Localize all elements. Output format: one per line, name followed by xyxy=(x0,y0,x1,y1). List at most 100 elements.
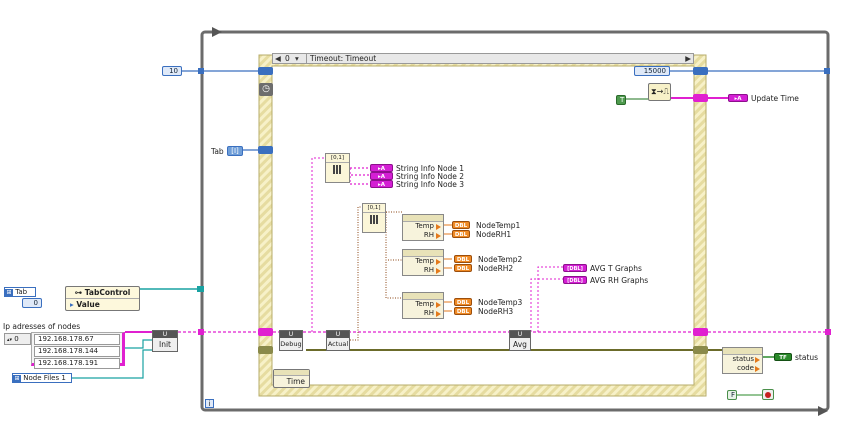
wait-terminal xyxy=(693,67,708,75)
dbl-label: NodeRH2 xyxy=(478,264,514,273)
actual-wire xyxy=(350,206,362,341)
code-row: code xyxy=(723,364,762,373)
string-info-label: String Info Node 2 xyxy=(396,172,465,181)
tabcontrol-property-node[interactable]: ⊶ TabControl ▸ Value xyxy=(65,286,140,311)
ip-row[interactable]: 192.168.178.144 xyxy=(34,346,120,357)
actual-label: Actual xyxy=(327,340,349,348)
graph-wires xyxy=(530,266,563,332)
ip-array[interactable]: 192.168.178.67 192.168.178.144 192.168.1… xyxy=(31,332,125,369)
loop-top-arrow xyxy=(212,27,222,37)
tabcontrol-title: ⊶ TabControl xyxy=(66,287,139,299)
property-node-icon: ⊶ xyxy=(74,288,85,297)
while-loop-frame[interactable] xyxy=(200,30,830,412)
time-node[interactable]: Time xyxy=(273,369,310,388)
unbundle-header xyxy=(403,293,443,300)
time-node-label: Time xyxy=(286,377,305,386)
unbundle-node[interactable]: Temp RH xyxy=(402,214,444,241)
unbundle-node[interactable]: Temp RH xyxy=(402,249,444,276)
unbundle-header xyxy=(403,250,443,257)
unbundle-header xyxy=(403,215,443,222)
class-tunnel-left xyxy=(198,329,204,335)
error-terminal-right xyxy=(693,346,708,354)
debug-wire xyxy=(311,157,325,332)
wait-constant[interactable]: 15000 xyxy=(634,66,670,76)
debug-subvi[interactable]: U Debug xyxy=(279,330,303,351)
ip-row[interactable]: 192.168.178.67 xyxy=(34,334,120,345)
tabcontrol-tunnel xyxy=(197,286,204,292)
loop-bottom-arrow xyxy=(818,406,828,416)
case-selector[interactable]: ◀ 0 ▾ Timeout: Timeout ▶ xyxy=(272,53,694,64)
index-array-strings[interactable]: [0,1] xyxy=(325,153,350,183)
unbundle-node[interactable]: Temp RH xyxy=(402,292,444,319)
case-prev-arrow-icon[interactable]: ◀ xyxy=(275,54,281,63)
unbundle-row: Temp xyxy=(403,222,443,231)
true-constant[interactable]: T xyxy=(616,95,626,105)
tabcontrol-value-row: ▸ Value xyxy=(70,300,100,309)
dbl-indicator: DBL xyxy=(452,230,470,238)
node-files-terminal[interactable]: ⊞ Node Files 1 xyxy=(12,373,72,383)
dbl-label: NodeTemp3 xyxy=(478,298,523,307)
ip-wire xyxy=(125,339,152,349)
false-constant[interactable]: F xyxy=(727,390,737,400)
dbl-label: NodeTemp2 xyxy=(478,255,523,264)
unbundle-row: Temp xyxy=(403,300,443,309)
time-node-header xyxy=(274,370,309,376)
dbl-label: NodeRH1 xyxy=(476,230,512,239)
unbundle-row: Temp xyxy=(403,257,443,266)
debug-header: U xyxy=(280,331,302,338)
index-array-data[interactable]: [0,1] xyxy=(362,203,386,233)
tab-control-icon: ⊞ xyxy=(5,289,13,297)
timeout-terminal xyxy=(258,67,273,75)
array-icon xyxy=(333,165,342,174)
tab-control-terminal[interactable]: ⊞ Tab xyxy=(4,287,36,297)
nodefiles-wire xyxy=(72,349,152,379)
dbl-wires xyxy=(440,224,452,312)
tab-control-term-label: Tab xyxy=(15,288,28,296)
unbundle-row: RH xyxy=(403,231,443,240)
index-wires xyxy=(385,211,402,299)
dbl-indicator: DBL xyxy=(454,255,472,263)
avg-subvi[interactable]: U Avg xyxy=(509,330,531,351)
status-row: status xyxy=(723,355,762,364)
stop-terminal-icon[interactable] xyxy=(762,389,774,400)
timeout-constant[interactable]: 10 xyxy=(162,66,182,76)
class-terminal-left xyxy=(258,328,273,336)
class-terminal-right xyxy=(693,328,708,336)
update-time-indicator: ▸A xyxy=(728,94,748,102)
string-info-label: String Info Node 1 xyxy=(396,164,465,173)
tick-count-node[interactable]: ⧗→⎍ xyxy=(648,83,671,101)
error-terminal-left xyxy=(258,346,273,354)
string-info-label: String Info Node 3 xyxy=(396,180,465,189)
status-header xyxy=(723,348,762,355)
case-next-arrow-icon[interactable]: ▶ xyxy=(685,54,691,63)
tab-ref-constant[interactable]: [I] xyxy=(227,146,243,156)
init-header: U xyxy=(153,331,177,338)
dbl-indicator: DBL xyxy=(454,307,472,315)
ip-row[interactable]: 192.168.178.191 xyxy=(34,358,120,369)
case-label: Timeout: Timeout xyxy=(306,54,376,63)
dbl-indicator: DBL xyxy=(454,298,472,306)
dbl-indicator: DBL xyxy=(454,264,472,272)
actual-subvi[interactable]: U Actual xyxy=(326,330,350,351)
hourglass-icon: ⧗→⎍ xyxy=(651,87,669,96)
timeout-tunnel xyxy=(198,68,204,74)
dbl-label: NodeTemp1 xyxy=(476,221,521,230)
avg-t-graphs-label: AVG T Graphs xyxy=(590,264,642,273)
graph-indicator: [DBL] xyxy=(563,276,587,284)
case-dropdown-icon[interactable]: ▾ xyxy=(295,54,299,63)
wait-tunnel xyxy=(824,68,830,74)
tab-terminal xyxy=(258,146,273,154)
index-array-label: [0,1] xyxy=(326,154,349,163)
init-label: Init xyxy=(159,340,171,349)
string-indicator-icon: ▸A xyxy=(370,180,393,188)
ip-array-index[interactable]: ▴▾ 0 xyxy=(4,333,31,345)
avg-header: U xyxy=(510,331,530,338)
status-unbundle-node[interactable]: status code xyxy=(722,347,763,374)
tab-value-constant[interactable]: 0 xyxy=(22,298,42,308)
init-subvi[interactable]: U Init xyxy=(152,330,178,352)
status-bool-indicator: TF xyxy=(774,353,792,361)
avg-rh-graphs-label: AVG RH Graphs xyxy=(590,276,649,285)
debug-label: Debug xyxy=(280,340,302,348)
index-stepper-icon[interactable]: ▴▾ xyxy=(7,337,13,343)
